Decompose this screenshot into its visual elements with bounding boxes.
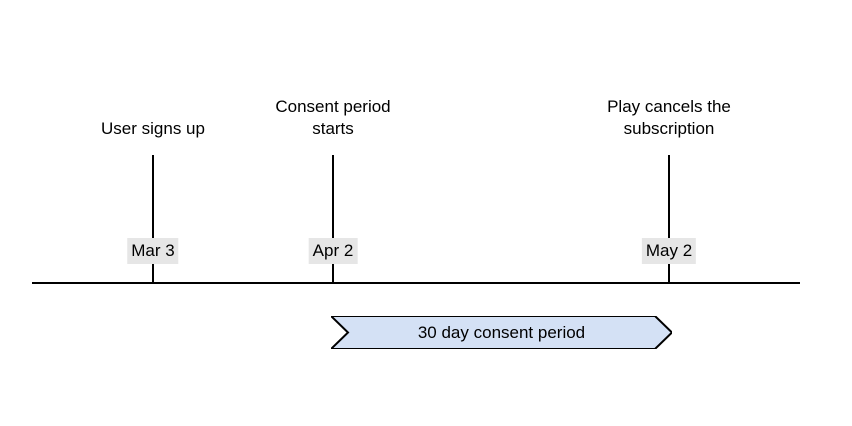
- event-label: Consent period starts: [275, 97, 391, 138]
- event-label: Play cancels the subscription: [607, 97, 731, 138]
- timeline-axis: [32, 282, 800, 284]
- event-tick-line: [152, 155, 154, 283]
- event-date-chip: Apr 2: [308, 238, 358, 264]
- event-tick-line: [668, 155, 670, 283]
- event-tick-line: [332, 155, 334, 283]
- consent-period-banner: 30 day consent period: [331, 316, 672, 349]
- consent-period-banner-label: 30 day consent period: [417, 322, 586, 342]
- event-date-chip: Mar 3: [127, 238, 179, 264]
- event-label: User signs up: [101, 119, 205, 138]
- event-date-chip: May 2: [641, 238, 697, 264]
- chevron-arrow-icon: [331, 316, 672, 349]
